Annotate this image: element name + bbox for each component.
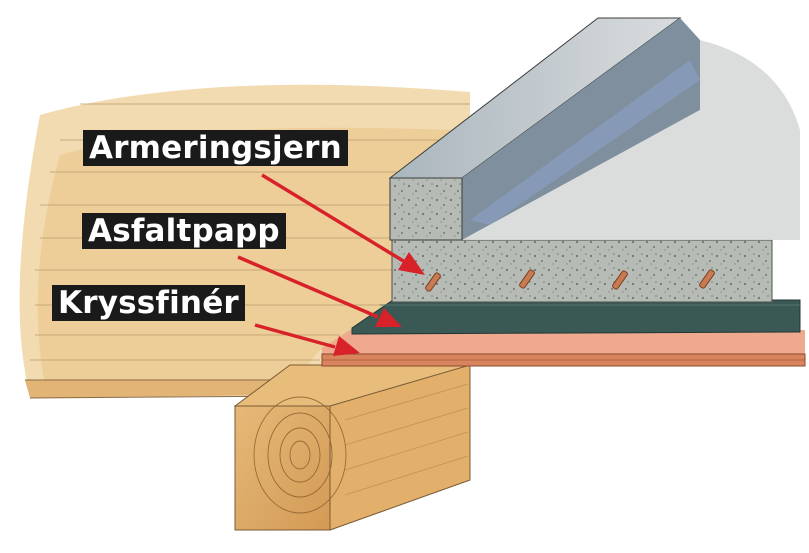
red-arrow-icon [398, 252, 425, 275]
arrow-asfaltpapp [237, 255, 379, 319]
concrete-wall [388, 17, 800, 241]
plywood-layer [321, 330, 806, 367]
rebar-cross-section-icon [425, 269, 715, 292]
red-arrow-icon [333, 336, 360, 356]
wooden-joist [233, 364, 472, 531]
label-asfaltpapp: Asfaltpapp [82, 213, 286, 249]
label-armeringsjern: Armeringsjern [83, 130, 348, 166]
arrow-armeringsjern [261, 173, 406, 264]
asphalt-layer [351, 299, 801, 335]
concrete-slab [391, 239, 773, 303]
red-arrow-icon [375, 308, 402, 327]
annotation-arrows [237, 173, 425, 356]
arrow-kryssfiner [254, 323, 336, 349]
label-kryssfiner: Kryssfinér [52, 285, 245, 321]
